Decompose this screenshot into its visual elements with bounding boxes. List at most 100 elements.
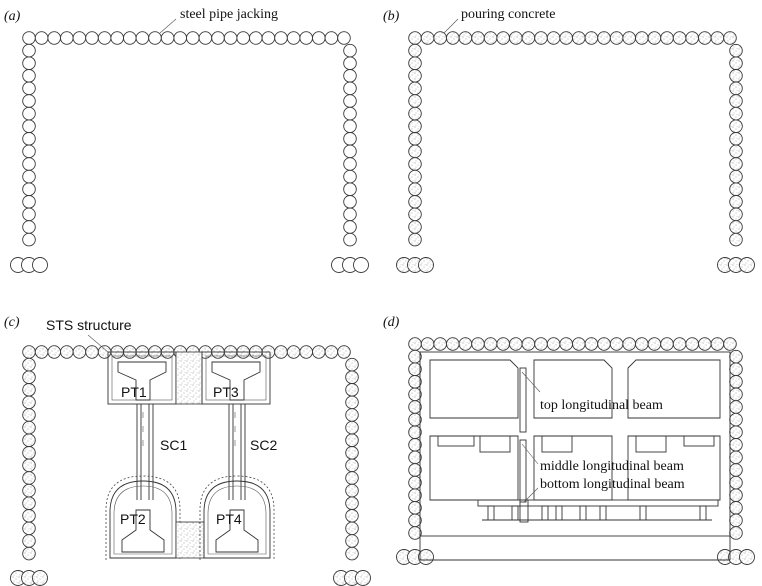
steel-pipe: [22, 94, 36, 108]
steel-pipe: [236, 31, 250, 45]
steel-pipe: [22, 383, 36, 397]
steel-pipe: [509, 337, 523, 351]
middle-longitudinal-beam: [519, 439, 527, 503]
steel-pipe: [446, 337, 460, 351]
steel-pipe: [343, 220, 357, 234]
steel-pipe: [408, 119, 422, 133]
steel-pipe: [22, 132, 36, 146]
steel-pipe: [408, 220, 422, 234]
panel-a-label: (a): [4, 9, 21, 24]
steel-pipe: [729, 182, 743, 196]
steel-pipe: [408, 337, 422, 351]
steel-pipe: [274, 345, 288, 359]
steel-pipe: [22, 483, 36, 498]
steel-pipe: [418, 257, 434, 273]
steel-pipe: [353, 257, 369, 273]
concrete-fill-bottom: [175, 521, 205, 559]
steel-pipe: [660, 337, 674, 351]
steel-pipe: [160, 31, 175, 45]
pt1-pilot-tunnel: PT1: [107, 351, 177, 405]
pt3-label: PT3: [213, 384, 239, 400]
steel-pipe: [22, 31, 36, 45]
steel-pipe: [22, 182, 36, 196]
steel-pipe: [123, 31, 137, 45]
steel-pipe: [408, 132, 422, 146]
steel-pipe: [408, 157, 422, 171]
steel-pipe: [22, 370, 36, 384]
steel-pipe: [408, 81, 422, 96]
cell-top-left: [429, 359, 519, 419]
steel-pipe: [345, 420, 359, 435]
steel-pipe: [534, 337, 548, 351]
steel-pipe: [22, 433, 36, 447]
steel-pipe: [22, 395, 36, 410]
sc1-label: SC1: [160, 437, 187, 453]
steel-pipe: [729, 450, 743, 465]
steel-pipe: [22, 420, 36, 435]
steel-pipe: [729, 375, 743, 389]
steel-pipe: [698, 31, 712, 45]
steel-pipe: [60, 345, 74, 359]
steel-pipe: [458, 337, 473, 351]
steel-pipe: [211, 31, 225, 45]
bottom-leg-7: [639, 505, 647, 521]
steel-pipe: [408, 349, 422, 364]
steel-pipe: [471, 337, 485, 351]
steel-pipe: [729, 207, 743, 222]
steel-pipe: [343, 132, 357, 146]
steel-pipe: [729, 362, 743, 376]
steel-pipe: [572, 31, 586, 45]
steel-pipe: [22, 56, 36, 70]
panel-d-pipe-frame: [396, 337, 755, 565]
panel-b-label: (b): [383, 9, 400, 24]
steel-pipe: [22, 119, 36, 133]
middle-beam-label: middle longitudinal beam: [540, 459, 684, 474]
steel-pipe: [343, 106, 357, 121]
bottom-leg-2: [511, 505, 519, 521]
steel-pipe: [729, 106, 743, 121]
sts-inner-structure: [419, 351, 731, 537]
steel-pipe: [471, 31, 485, 45]
steel-pipe: [22, 546, 36, 561]
bottom-leg-5: [579, 505, 587, 521]
steel-pipe: [148, 31, 162, 45]
panel-a-leader: [159, 18, 177, 34]
steel-pipe: [710, 337, 725, 351]
steel-pipe: [408, 232, 422, 247]
steel-pipe: [698, 337, 712, 351]
steel-pipe: [97, 31, 112, 45]
steel-pipe: [343, 182, 357, 196]
steel-pipe: [729, 438, 743, 452]
steel-pipe: [22, 232, 36, 247]
steel-pipe: [355, 570, 371, 586]
steel-pipe: [496, 31, 510, 45]
steel-pipe: [723, 337, 737, 351]
steel-pipe: [729, 157, 743, 171]
steel-pipe: [729, 488, 743, 502]
steel-pipe: [345, 446, 359, 460]
steel-pipe: [312, 31, 326, 45]
steel-pipe: [345, 383, 359, 397]
steel-pipe: [534, 31, 548, 45]
steel-pipe: [343, 81, 357, 96]
steel-pipe: [299, 31, 313, 45]
steel-pipe: [345, 483, 359, 498]
steel-pipe: [408, 475, 422, 490]
bottom-leg-3: [541, 505, 549, 521]
sc2-label: SC2: [250, 437, 277, 453]
steel-pipe: [408, 488, 422, 502]
steel-pipe: [408, 463, 422, 477]
pt2-pilot-tunnel: PT2: [105, 475, 181, 560]
cell-top-right: [627, 359, 721, 419]
steel-pipe: [597, 337, 611, 351]
steel-pipe: [729, 81, 743, 96]
bottom-slab: [477, 499, 719, 507]
steel-pipe: [408, 182, 422, 196]
steel-pipe: [521, 31, 536, 45]
steel-pipe: [418, 549, 434, 565]
pt3-pilot-tunnel: PT3: [201, 351, 271, 405]
steel-pipe: [22, 471, 36, 485]
steel-pipe: [597, 31, 611, 45]
steel-pipe: [408, 94, 422, 108]
